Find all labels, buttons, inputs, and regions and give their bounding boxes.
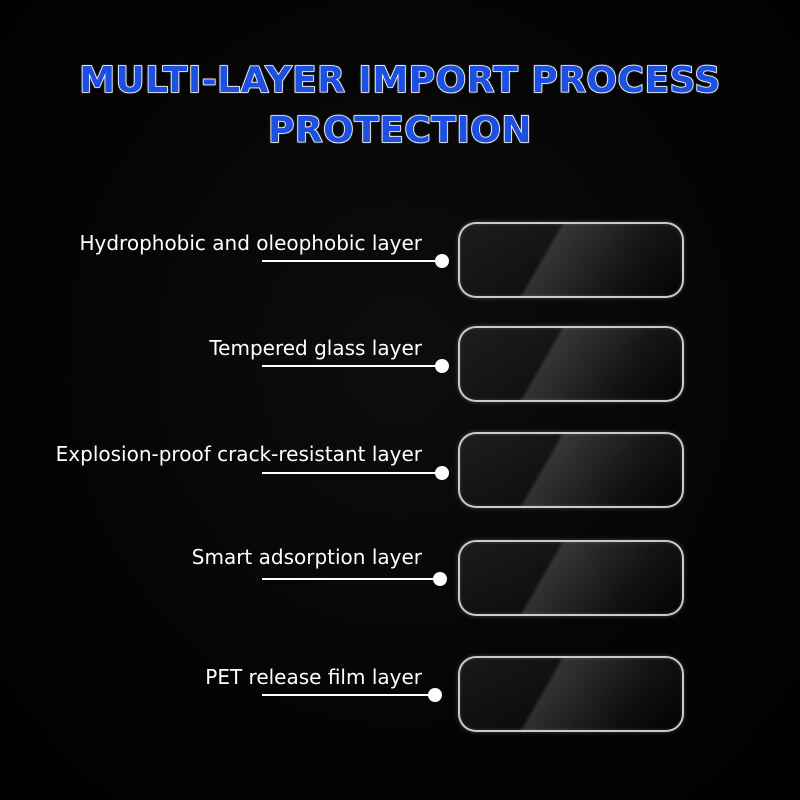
- leader-line: [262, 578, 442, 580]
- pointer-dot: [428, 688, 442, 702]
- title-line-1: MULTI-LAYER IMPORT PROCESS: [78, 59, 721, 102]
- leader-line: [262, 260, 442, 262]
- layer-row-smart-adsorption: Smart adsorption layer: [0, 540, 800, 620]
- layer-row-tempered-glass: Tempered glass layer: [0, 324, 800, 404]
- layer-label: PET release film layer: [205, 665, 422, 689]
- pointer-dot: [435, 466, 449, 480]
- layer-row-explosion-proof: Explosion-proof crack-resistant layer: [0, 432, 800, 512]
- glass-layer-panel: [458, 222, 684, 298]
- panel-sheen: [460, 328, 682, 400]
- leader-line: [262, 365, 442, 367]
- glass-layer-panel: [458, 656, 684, 732]
- glass-layer-panel: [458, 540, 684, 616]
- panel-sheen: [460, 434, 682, 506]
- layer-row-pet-release-film: PET release film layer: [0, 656, 800, 736]
- layer-label: Tempered glass layer: [209, 336, 422, 360]
- layer-label: Hydrophobic and oleophobic layer: [79, 231, 422, 255]
- layer-row-hydrophobic: Hydrophobic and oleophobic layer: [0, 220, 800, 300]
- glass-layer-panel: [458, 326, 684, 402]
- pointer-dot: [435, 359, 449, 373]
- pointer-dot: [433, 572, 447, 586]
- panel-sheen: [460, 224, 682, 296]
- leader-line: [262, 472, 442, 474]
- glass-layer-panel: [458, 432, 684, 508]
- leader-line: [262, 694, 432, 696]
- layer-label: Smart adsorption layer: [191, 545, 422, 569]
- title-line-2: PROTECTION: [267, 109, 532, 152]
- layer-label: Explosion-proof crack-resistant layer: [55, 442, 422, 466]
- panel-sheen: [460, 658, 682, 730]
- panel-sheen: [460, 542, 682, 614]
- pointer-dot: [435, 254, 449, 268]
